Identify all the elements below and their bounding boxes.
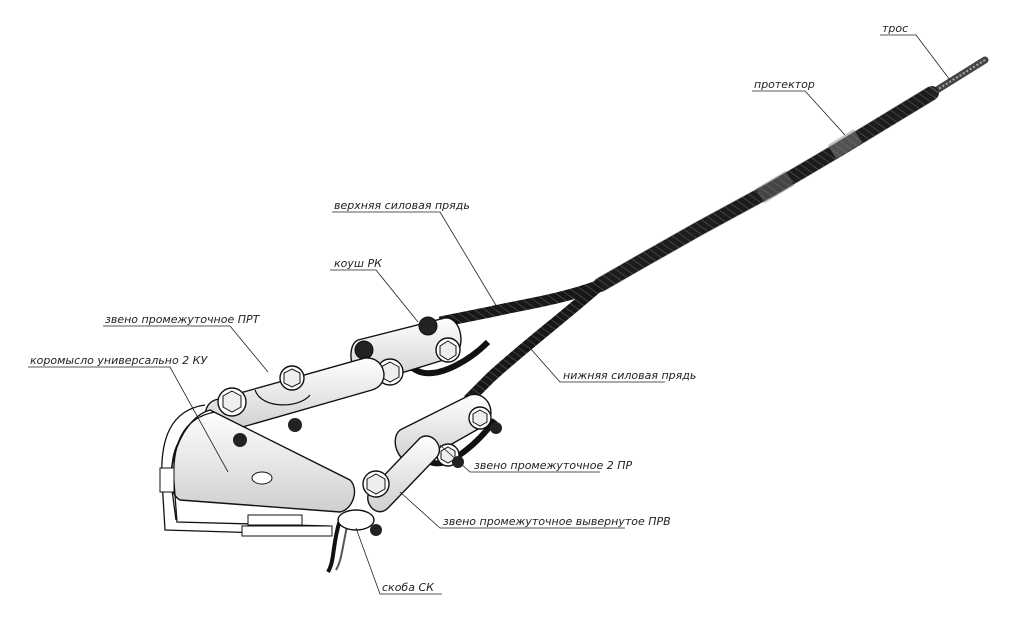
label-link-2pr: звено промежуточное 2 ПР xyxy=(474,459,633,472)
shackle-sk xyxy=(326,509,382,574)
yoke-rods xyxy=(159,404,333,537)
lower-strand xyxy=(464,280,604,404)
leader-lines xyxy=(28,34,951,595)
upper-strand xyxy=(438,279,602,328)
link-prv xyxy=(362,435,441,513)
label-shackle-sk: скоба СК xyxy=(382,581,434,594)
label-tross: трос xyxy=(882,22,909,35)
protector xyxy=(593,86,939,292)
label-protector: протектор xyxy=(754,78,815,91)
label-link-prt: звено промежуточное ПРТ xyxy=(105,313,260,326)
label-thimble-rk: коуш РК xyxy=(334,257,382,270)
label-upper-strand: верхняя силовая прядь xyxy=(334,199,470,212)
label-yoke-2ku: коромысло универсально 2 КУ xyxy=(30,354,208,367)
label-link-prv: звено промежуточное вывернутое ПРВ xyxy=(443,515,671,528)
yoke-2ku xyxy=(170,387,356,513)
tross-cable xyxy=(926,56,989,99)
label-lower-strand: нижняя силовая прядь xyxy=(563,369,697,382)
